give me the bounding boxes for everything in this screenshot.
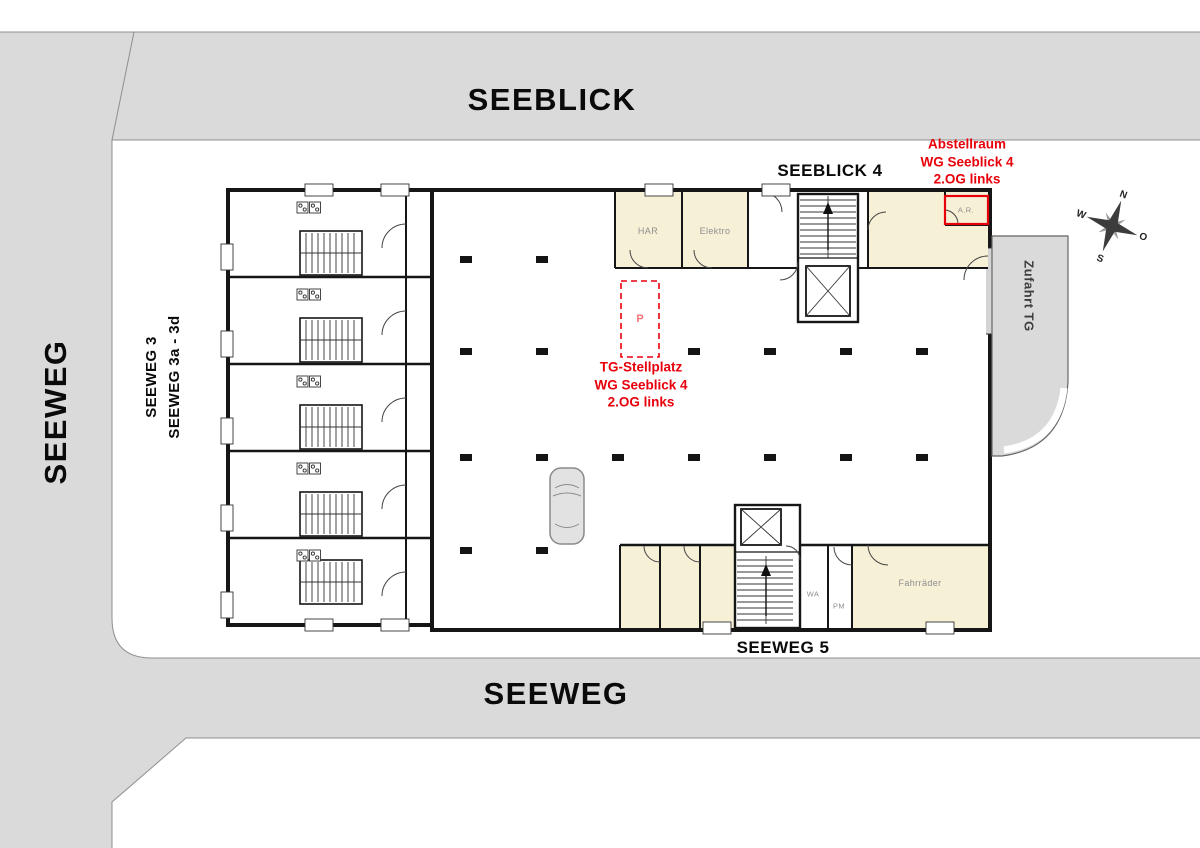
parking-stall-p-marker: P <box>636 313 644 325</box>
garage-ramp-opening <box>986 248 996 334</box>
rooms-wa-pm <box>800 545 852 628</box>
building-seeblick4-strip <box>614 183 989 324</box>
red-annotations <box>620 194 990 358</box>
stair-icon <box>299 491 363 537</box>
compass-o: O <box>1137 231 1148 244</box>
seeweg3-line1: SEEWEG 3 <box>142 336 160 418</box>
note-stellplatz-line2: WG Seeblick 4 <box>594 377 688 393</box>
stairwell-seeblick4 <box>796 192 860 324</box>
window-marker <box>761 183 791 197</box>
building-label-seeweg5: SEEWEG 5 <box>736 638 830 657</box>
street-seeweg-left <box>0 32 112 848</box>
window-marker <box>304 618 334 632</box>
room-label-fahrraeder: Fahrräder <box>898 578 942 588</box>
room-label-ar: A.R. <box>957 205 975 215</box>
window-marker <box>220 417 234 445</box>
window-marker <box>220 504 234 532</box>
stair-arrow <box>761 564 771 576</box>
rooms-left <box>620 545 735 628</box>
seeweg5-door-arcs <box>643 544 889 566</box>
unit-divider-walls <box>228 275 432 540</box>
room-label-wa: WA <box>806 589 820 599</box>
compass-rose: N O S W <box>1075 189 1149 266</box>
room-fahrraeder <box>852 545 988 628</box>
stairwell-seeweg5 <box>733 503 802 630</box>
unit-door-arcs <box>381 223 407 597</box>
stove-icon <box>296 201 321 214</box>
note-stellplatz-line1: TG-Stellplatz <box>599 359 683 375</box>
street-label-seeweg-left: SEEWEG <box>38 339 73 485</box>
window-marker <box>925 621 955 635</box>
stair-icon <box>299 559 363 605</box>
stove-icon <box>296 462 321 475</box>
ramp-zufahrt-tg <box>991 235 1069 457</box>
car-icon <box>549 467 585 545</box>
window-marker <box>220 330 234 358</box>
streets <box>0 31 1200 848</box>
stair-icon <box>299 230 363 276</box>
building-label-seeblick4: SEEBLICK 4 <box>777 161 883 180</box>
residential-corridor <box>407 192 430 623</box>
stair-arrow <box>823 202 833 214</box>
window-marker <box>380 183 410 197</box>
window-marker <box>644 183 674 197</box>
window-marker <box>702 621 732 635</box>
stove-icon <box>296 288 321 301</box>
window-marker <box>220 243 234 271</box>
ramp-curve-marking <box>1003 387 1068 454</box>
building-seeweg5-strip <box>619 503 988 635</box>
elevator-icon <box>805 265 851 317</box>
street-edge-lines <box>0 31 1200 848</box>
ramp-label-zufahrt-tg: Zufahrt TG <box>1021 260 1037 332</box>
room-label-har: HAR <box>637 226 659 236</box>
residential-block-seeweg3 <box>220 183 434 632</box>
note-abstellraum-line3: 2.OG links <box>933 171 1001 187</box>
ramp-surface <box>991 235 1069 457</box>
compass-s: S <box>1095 253 1105 266</box>
note-abstellraum-line1: Abstellraum <box>927 136 1007 152</box>
room-label-elektro: Elektro <box>699 226 731 236</box>
window-marker <box>220 591 234 619</box>
seeblick4-door-arcs <box>629 191 989 281</box>
street-label-seeblick: SEEBLICK <box>467 82 637 117</box>
street-label-seeweg-bottom: SEEWEG <box>483 676 629 711</box>
stove-icon <box>296 375 321 388</box>
room-label-pm: PM <box>832 601 846 611</box>
window-marker <box>304 183 334 197</box>
stair-icon <box>299 317 363 363</box>
building-label-seeweg3: SEEWEG 3 SEEWEG 3a - 3d <box>140 315 187 438</box>
compass-w: W <box>1075 208 1088 222</box>
note-abstellraum-line2: WG Seeblick 4 <box>920 154 1014 170</box>
window-marker <box>380 618 410 632</box>
elevator-icon <box>740 508 782 546</box>
note-tg-stellplatz: TG-Stellplatz WG Seeblick 4 2.OG links <box>594 359 687 412</box>
tg-stellplatz-outline <box>620 280 660 358</box>
parking-stall-lines <box>436 194 986 626</box>
note-stellplatz-line3: 2.OG links <box>607 394 675 410</box>
rooms-right <box>868 192 988 268</box>
seeweg3-line2: SEEWEG 3a - 3d <box>166 315 183 439</box>
street-seeblick-top <box>112 32 1200 140</box>
compass-n: N <box>1118 189 1129 202</box>
street-corner-fillet <box>112 618 152 658</box>
stair-icon <box>299 404 363 450</box>
street-seeweg-bottom <box>112 658 1200 738</box>
abstellraum-outline <box>943 194 990 226</box>
note-abstellraum: Abstellraum WG Seeblick 4 2.OG links <box>920 136 1013 189</box>
